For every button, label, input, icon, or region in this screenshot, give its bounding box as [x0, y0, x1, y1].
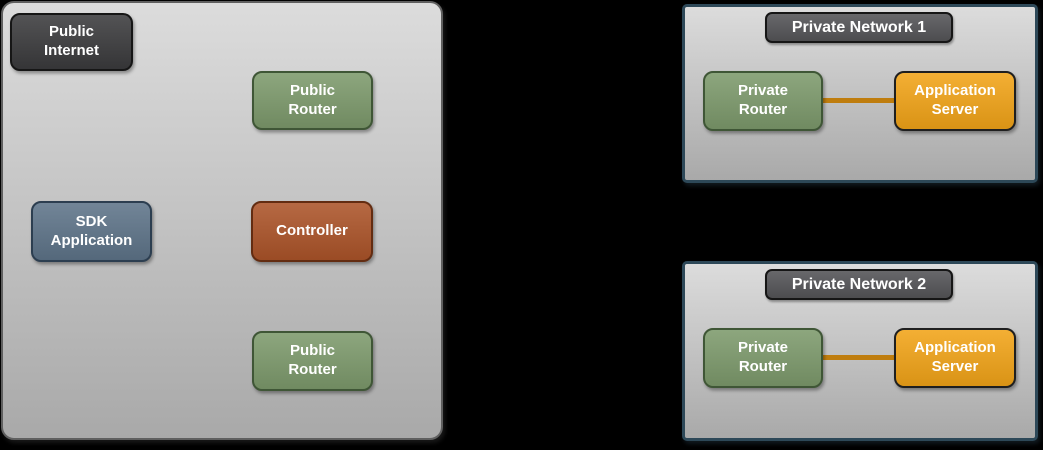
public-router-top-node: Public Router	[252, 71, 373, 130]
router-server-connector-2	[821, 355, 896, 360]
private-router-1-node: Private Router	[703, 71, 823, 131]
application-server-2-node: Application Server	[894, 328, 1016, 388]
controller-node: Controller	[251, 201, 373, 262]
application-server-1-node: Application Server	[894, 71, 1016, 131]
private-network-2: Private Network 2 Private Router Applica…	[682, 261, 1038, 441]
public-internet-zone: Public Internet Public Router SDK Applic…	[1, 1, 443, 440]
sdk-application-node: SDK Application	[31, 201, 152, 262]
private-router-2-node: Private Router	[703, 328, 823, 388]
public-router-bottom-node: Public Router	[252, 331, 373, 391]
private-network-1: Private Network 1 Private Router Applica…	[682, 4, 1038, 183]
router-server-connector-1	[821, 98, 896, 103]
private-network-2-title: Private Network 2	[765, 269, 953, 300]
public-internet-node: Public Internet	[10, 13, 133, 71]
private-network-1-title: Private Network 1	[765, 12, 953, 43]
